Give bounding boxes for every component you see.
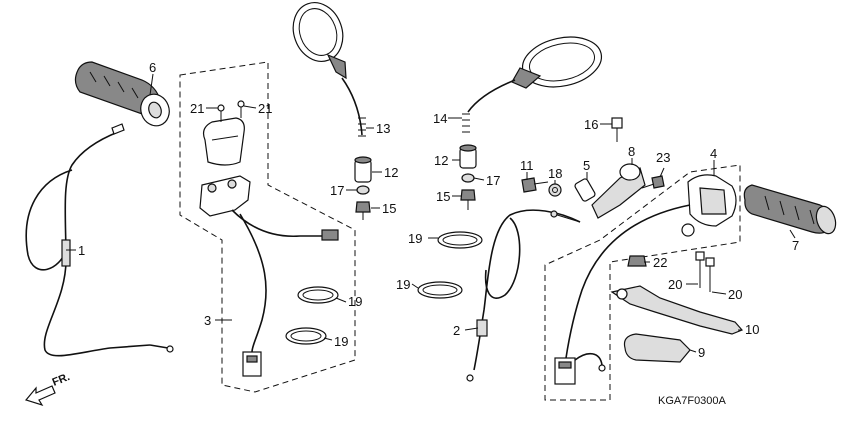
callout-4: 4 (710, 146, 717, 161)
callout-9: 9 (698, 345, 705, 360)
callout-8: 8 (628, 144, 635, 159)
left-mirror[interactable] (285, 0, 366, 137)
pivot-bolt-20-b[interactable] (705, 257, 715, 292)
callout-10: 10 (745, 322, 759, 337)
screw-21-right[interactable] (237, 100, 245, 118)
band-19-lower-right[interactable] (417, 281, 463, 299)
diagram-code: KGA7F0300A (658, 395, 727, 407)
pivot-bolt-20-a[interactable] (695, 251, 705, 288)
right-grip[interactable] (743, 184, 839, 236)
callout-7: 7 (792, 238, 799, 253)
left-switch-housing[interactable] (199, 117, 339, 377)
callout-18: 18 (548, 166, 562, 181)
callout-16: 16 (584, 117, 598, 132)
front-direction-marker: FR. (24, 371, 72, 407)
adapter-nut-12-left[interactable] (354, 156, 372, 183)
callout-20-right: 20 (728, 287, 742, 302)
bolt-11[interactable] (521, 177, 549, 193)
leader-lines (66, 73, 796, 353)
lever-grip-cover-9[interactable] (623, 333, 691, 363)
callout-20-left: 20 (668, 277, 682, 292)
lever-bracket-8[interactable] (591, 163, 646, 219)
callout-17-right: 17 (486, 173, 500, 188)
rear-brake-cable[interactable] (466, 209, 581, 382)
screw-21-left[interactable] (217, 104, 225, 122)
callout-15-left: 15 (382, 201, 396, 216)
right-mirror[interactable] (462, 30, 606, 133)
band-19-upper-right[interactable] (437, 231, 483, 249)
callout-2: 2 (453, 323, 460, 338)
front-arrow-icon (24, 385, 56, 407)
callout-17-left: 17 (330, 183, 344, 198)
left-grip[interactable] (74, 61, 173, 130)
callout-19-lower-left: 19 (334, 334, 348, 349)
screw-16[interactable] (611, 117, 623, 142)
throttle-cable[interactable] (25, 123, 174, 357)
right-switch-housing[interactable] (681, 174, 737, 237)
washer-17-left[interactable] (356, 185, 370, 195)
callout-19-lower-right: 19 (396, 277, 410, 292)
callout-22: 22 (653, 255, 667, 270)
nut-15-left[interactable] (355, 201, 371, 220)
band-19-upper-left[interactable] (297, 286, 339, 304)
band-19-lower-left[interactable] (285, 327, 327, 345)
callout-1: 1 (78, 243, 85, 258)
callout-labels: 1 2 3 4 5 6 7 8 9 10 11 12 12 13 14 15 1… (78, 60, 799, 360)
callout-14: 14 (433, 111, 447, 126)
right-switch-group-box (544, 164, 741, 401)
collar-18[interactable] (548, 183, 562, 197)
callout-19-upper-right: 19 (408, 231, 422, 246)
callout-12-left: 12 (384, 165, 398, 180)
callout-19-upper-left: 19 (348, 294, 362, 309)
callout-23: 23 (656, 150, 670, 165)
callout-12-right: 12 (434, 153, 448, 168)
front-label: FR. (51, 371, 72, 389)
callout-21-right: 21 (258, 101, 272, 116)
adapter-nut-12-right[interactable] (459, 144, 477, 169)
callout-5: 5 (583, 158, 590, 173)
left-switch-group-box (179, 61, 356, 393)
callout-13: 13 (376, 121, 390, 136)
nut-22[interactable] (627, 255, 647, 267)
callout-21-left: 21 (190, 101, 204, 116)
stop-switch-5[interactable] (574, 178, 596, 202)
right-switch-wiring[interactable] (554, 204, 691, 385)
callout-15-right: 15 (436, 189, 450, 204)
washer-17-right[interactable] (461, 173, 475, 183)
bolt-23[interactable] (641, 175, 665, 189)
callout-3: 3 (204, 313, 211, 328)
callout-6: 6 (149, 60, 156, 75)
nut-15-right[interactable] (460, 189, 476, 210)
callout-11: 11 (520, 158, 534, 173)
